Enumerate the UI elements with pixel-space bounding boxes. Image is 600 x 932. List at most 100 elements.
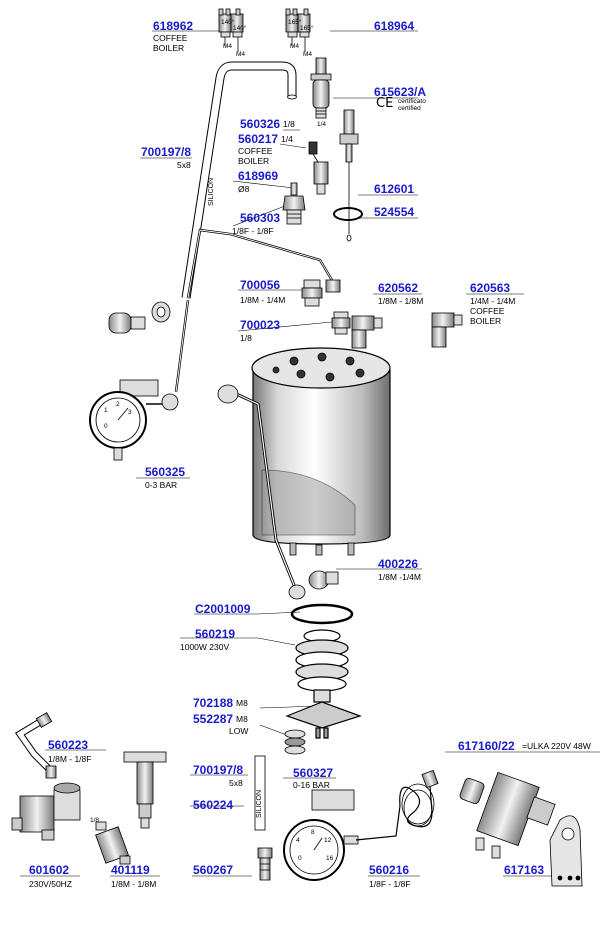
code-560219: 560219 xyxy=(195,627,236,641)
silicone-pipe-short xyxy=(254,755,266,831)
fitting-400226 xyxy=(308,570,339,590)
capillary-pipe-560216 xyxy=(355,769,439,841)
note-700197-bottom: 5x8 xyxy=(229,778,243,788)
note-560325: 0-3 BAR xyxy=(145,480,178,490)
gauge-small-tick-3: 3 xyxy=(128,409,132,416)
note-552287: LOW xyxy=(229,726,249,736)
note-400226: 1/8M -1/4M xyxy=(378,572,421,582)
valve-thread-quarter: 1/4 xyxy=(317,121,327,128)
suffix-560326: 1/8 xyxy=(283,119,295,129)
code-552287: 552287 xyxy=(193,712,234,726)
code-612601: 612601 xyxy=(374,182,415,196)
note-560219: 1000W 230V xyxy=(180,642,230,652)
boiler-probe xyxy=(339,109,359,242)
code-617160-22: 617160/22 xyxy=(458,739,515,753)
fitting-700056 xyxy=(301,279,323,307)
nut-washer xyxy=(151,301,171,323)
note-560217-2: BOILER xyxy=(238,156,270,166)
note-618969: Ø8 xyxy=(238,184,250,194)
coffee-boiler-probe xyxy=(308,141,329,195)
thermostat-thread-3: M4 xyxy=(290,43,300,50)
suffix-560217: 1/4 xyxy=(281,134,293,144)
safety-valve xyxy=(310,57,332,119)
coffee-boiler xyxy=(251,347,391,556)
code-524554: 524554 xyxy=(374,205,415,219)
code-618964: 618964 xyxy=(374,19,415,33)
note-560303: 1/8F - 1/8F xyxy=(232,226,274,236)
code-702188: 702188 xyxy=(193,696,234,710)
code-615623a: 615623/A xyxy=(374,85,427,99)
elbow-620563 xyxy=(431,312,463,348)
code-700023: 700023 xyxy=(240,318,281,332)
valve-thread-eighth: 1/8 xyxy=(90,817,100,824)
code-560327: 560327 xyxy=(293,766,334,780)
elbow-620562 xyxy=(351,315,383,349)
note-620562: 1/8M - 1/8M xyxy=(378,296,424,306)
thermostat-temp-2: 140° xyxy=(233,25,247,32)
code-700056: 700056 xyxy=(240,278,281,292)
knurled-knob xyxy=(108,312,146,334)
fitting-700023 xyxy=(331,311,351,335)
note-620563-1: 1/4M - 1/4M xyxy=(470,296,516,306)
code-400226: 400226 xyxy=(378,557,419,571)
code-560217: 560217 xyxy=(238,132,279,146)
thermostat-pair-618964 xyxy=(285,8,311,52)
note-700197-top: 5x8 xyxy=(177,160,191,170)
note-560217-1: COFFEE xyxy=(238,146,273,156)
suffix-702188: M8 xyxy=(236,698,248,708)
vibration-pump xyxy=(459,771,556,859)
gauge-large-tick-8: 8 xyxy=(311,829,315,836)
leader-lines xyxy=(20,30,600,877)
pipe-nut-top xyxy=(325,279,341,293)
note-560216: 1/8F - 1/8F xyxy=(369,879,411,889)
silicone-pipe-700197-8 xyxy=(181,61,297,299)
connector-560267 xyxy=(257,847,273,881)
code-560303: 560303 xyxy=(240,211,281,225)
thermostat-temp-1: 140° xyxy=(221,19,235,26)
thermostat-thread-1: M4 xyxy=(223,43,233,50)
code-620563: 620563 xyxy=(470,281,511,295)
note-601602: 230V/50HZ xyxy=(29,879,72,889)
code-c2001009: C2001009 xyxy=(195,602,251,616)
valve-560224 xyxy=(123,751,167,829)
code-401119: 401119 xyxy=(111,863,150,877)
gauge-large-tick-16: 16 xyxy=(326,855,334,862)
cert-line-2: certified xyxy=(398,105,421,112)
pipe-560223 xyxy=(14,712,57,779)
suffix-617160-22: =ULKA 220V 48W xyxy=(522,741,591,751)
note-620563-3: BOILER xyxy=(470,316,502,326)
thermostat-thread-2: M4 xyxy=(236,51,246,58)
nut-washer-stack xyxy=(284,729,306,755)
note-700023: 1/8 xyxy=(240,333,252,343)
gauge-large-tick-12: 12 xyxy=(324,837,332,844)
code-700197-top: 700197/8 xyxy=(141,145,192,159)
pump-bracket xyxy=(549,815,583,887)
note-401119: 1/8M - 1/8M xyxy=(111,879,157,889)
note-560223: 1/8M - 1/8F xyxy=(48,754,92,764)
code-617163: 617163 xyxy=(504,863,545,877)
gauge-small-tick-0: 0 xyxy=(104,423,108,430)
valve-401119 xyxy=(95,821,131,865)
gauge-small-tick-1: 1 xyxy=(104,407,108,414)
code-618962: 618962 xyxy=(153,19,194,33)
code-618969: 618969 xyxy=(238,169,279,183)
pipe-print-short: SILICON xyxy=(256,789,263,818)
solenoid-valve xyxy=(11,782,81,841)
thermostat-thread-4: M4 xyxy=(303,51,313,58)
cert-line-1: certificato xyxy=(398,98,426,105)
gauge-560325 xyxy=(89,379,179,461)
note-618962-1: COFFEE xyxy=(153,33,188,43)
code-560223: 560223 xyxy=(48,738,89,752)
gauge-560327 xyxy=(283,789,359,881)
oring-524554 xyxy=(333,207,363,221)
gauge-large-tick-4: 4 xyxy=(296,837,300,844)
code-560216: 560216 xyxy=(369,863,410,877)
code-560326: 560326 xyxy=(240,117,281,131)
boiler-gasket xyxy=(290,603,354,625)
thermostat-temp-3: 165° xyxy=(288,19,302,26)
hose-barb-fitting xyxy=(282,182,306,225)
gauge-large-tick-0: 0 xyxy=(298,855,302,862)
pipe-print-top: SILICON xyxy=(208,177,215,206)
thermostat-pair-coffee-boiler xyxy=(218,8,244,52)
